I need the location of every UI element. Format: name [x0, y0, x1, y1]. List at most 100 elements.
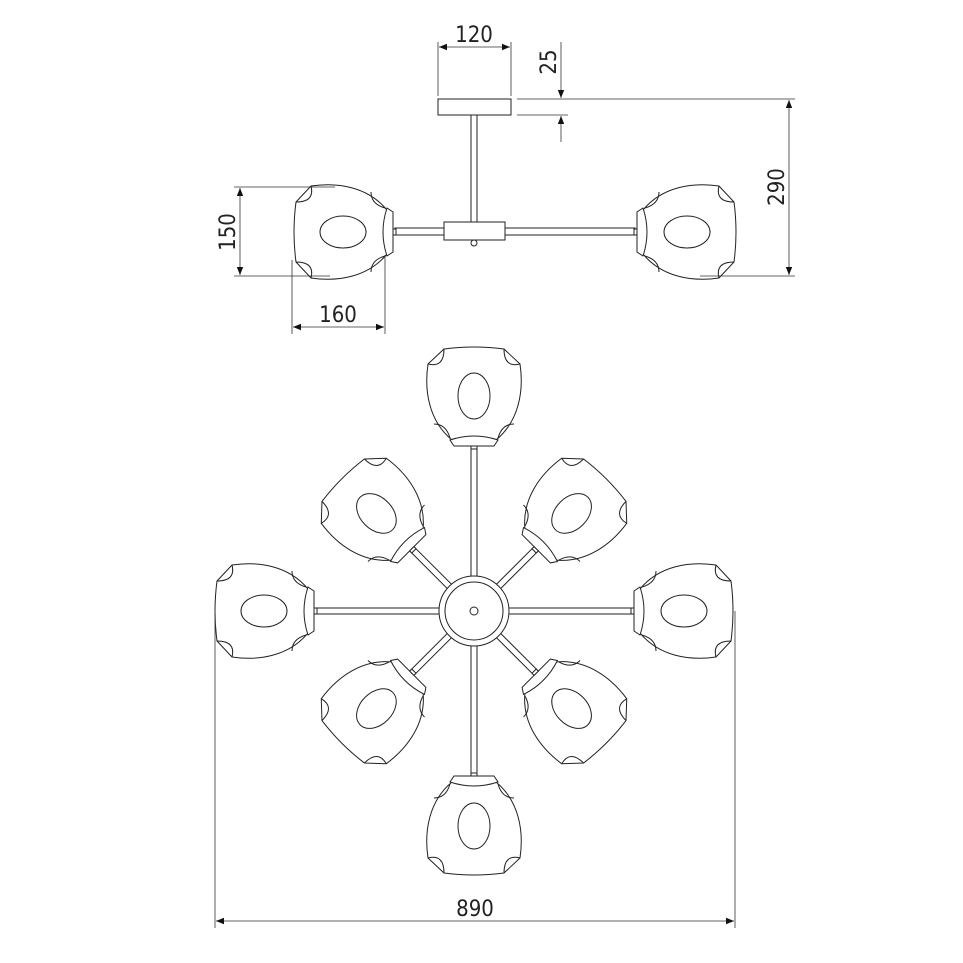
- dimple: [427, 348, 445, 366]
- shade-bottom: [426, 772, 522, 876]
- shade-window: [663, 215, 711, 249]
- glass-shade: [426, 346, 522, 441]
- shade-cap: [449, 775, 499, 787]
- shade-socket: [470, 445, 478, 450]
- glass-shade: [639, 563, 734, 659]
- arm-body: [443, 221, 506, 241]
- glass-shade: [320, 457, 424, 561]
- shade-socket: [408, 545, 417, 554]
- shade-window: [457, 372, 491, 420]
- shade-window: [319, 215, 367, 249]
- finial: [470, 239, 478, 247]
- dim-label-290: 290: [765, 168, 790, 206]
- dimple: [295, 261, 313, 279]
- dimple: [503, 856, 521, 874]
- shade-upper-right: [521, 457, 628, 564]
- dimple: [523, 695, 529, 718]
- shade-cap: [521, 658, 559, 696]
- dimple: [216, 564, 234, 582]
- shade-window: [551, 688, 592, 729]
- dimple: [717, 185, 735, 203]
- dimple: [618, 698, 627, 721]
- glass-shade: [214, 563, 309, 659]
- dimple: [503, 348, 521, 366]
- dimple: [497, 783, 515, 799]
- dimple: [321, 698, 330, 721]
- arm-lower-right: [492, 629, 540, 677]
- hub-screw: [469, 606, 479, 616]
- shade-right: [630, 563, 734, 659]
- glass-shade: [642, 184, 737, 280]
- side-view: [293, 98, 737, 280]
- dimple: [714, 564, 732, 582]
- dimple: [427, 856, 445, 874]
- shade-cap: [449, 435, 499, 447]
- shade-socket: [633, 228, 638, 236]
- dimple: [558, 660, 581, 666]
- dim-label-160: 160: [319, 303, 357, 328]
- dimension-25: 25: [517, 42, 795, 142]
- shade-top: [426, 346, 522, 450]
- dimple: [644, 191, 660, 209]
- dim-label-890: 890: [456, 897, 494, 922]
- shade-cap: [521, 526, 559, 564]
- shade-cap: [389, 658, 427, 696]
- dimple: [364, 458, 387, 467]
- dimple: [641, 634, 657, 652]
- dimple: [321, 501, 330, 524]
- shade-window: [660, 594, 708, 628]
- shade-window: [551, 493, 592, 534]
- shade-right-side: [633, 184, 737, 280]
- shade-left-side: [293, 184, 397, 280]
- shade-socket: [630, 607, 635, 615]
- shade-cap: [633, 586, 645, 636]
- dimple: [644, 255, 660, 273]
- dim-label-150: 150: [216, 213, 241, 251]
- shade-socket: [470, 772, 478, 777]
- side-arm: [394, 227, 636, 236]
- dimple: [367, 556, 390, 562]
- dim-label-25: 25: [537, 49, 562, 74]
- dimple: [497, 423, 515, 439]
- dimple: [367, 660, 390, 666]
- stem: [470, 114, 478, 223]
- dimple: [419, 504, 425, 527]
- dimple: [370, 191, 386, 209]
- ceiling-plate: [437, 98, 512, 116]
- shade-lower-left: [320, 658, 427, 765]
- arm-upper-left: [408, 545, 456, 593]
- glass-shade: [320, 661, 424, 765]
- glass-shade: [524, 457, 628, 561]
- shade-left: [214, 563, 318, 659]
- shade-cap: [389, 526, 427, 564]
- glass-shade: [293, 184, 388, 280]
- arm-upper-right: [492, 545, 540, 593]
- dimple: [216, 640, 234, 658]
- arm-lower-left: [408, 629, 456, 677]
- dimple: [433, 423, 451, 439]
- shade-window: [240, 594, 288, 628]
- dimension-120: 120: [437, 23, 512, 96]
- bottom-view: [214, 346, 734, 876]
- dimple: [561, 755, 584, 764]
- dimple: [618, 501, 627, 524]
- dimple: [364, 755, 387, 764]
- shade-cap: [382, 207, 394, 257]
- shade-cap: [636, 207, 648, 257]
- shade-socket: [392, 228, 397, 236]
- dimple: [714, 640, 732, 658]
- arm-top: [470, 445, 478, 582]
- shade-lower-right: [521, 658, 628, 765]
- shade-upper-left: [320, 457, 427, 564]
- shade-socket: [408, 668, 417, 677]
- glass-shade: [524, 661, 628, 765]
- dimple: [295, 185, 313, 203]
- shade-window: [356, 688, 397, 729]
- dimple: [291, 634, 307, 652]
- dimension-890: 890: [214, 611, 736, 928]
- dimension-160: 160: [291, 255, 386, 334]
- arm-left: [313, 607, 445, 615]
- dimension-150: 150: [216, 186, 335, 277]
- shade-window: [356, 493, 397, 534]
